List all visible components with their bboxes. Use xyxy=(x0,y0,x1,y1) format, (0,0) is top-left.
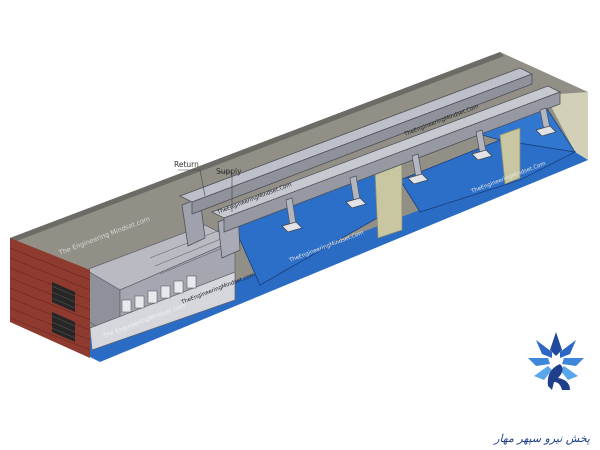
callout-leaders xyxy=(178,169,233,212)
ahu-panels xyxy=(121,275,197,313)
company-name-text: پخش نیرو سپهر مهار xyxy=(492,432,590,445)
partition-2 xyxy=(499,127,521,185)
back-wall-top xyxy=(10,52,504,242)
diffusers xyxy=(281,125,557,233)
brick-wall xyxy=(9,238,91,358)
return-label: Return xyxy=(174,160,199,169)
supply-duct-side xyxy=(223,91,561,233)
supply-label: Supply xyxy=(216,167,242,176)
right-wall xyxy=(545,92,588,160)
return-duct-side xyxy=(191,73,533,215)
lotus-flower-logo xyxy=(528,332,584,390)
partition-1 xyxy=(374,161,403,239)
ahu-base xyxy=(89,271,236,351)
floor xyxy=(88,150,588,362)
